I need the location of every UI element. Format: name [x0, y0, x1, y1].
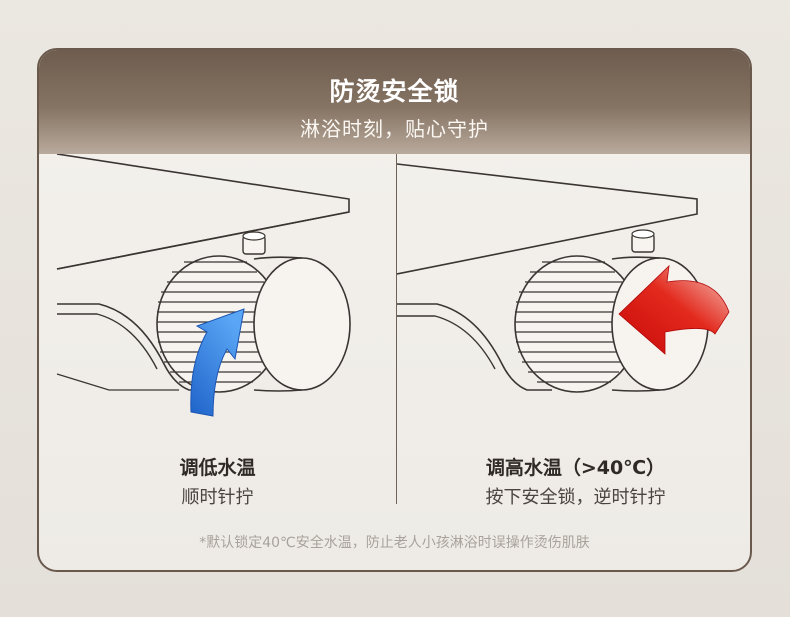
thermostat-knob-illustration-left	[56, 154, 351, 417]
curved-left-arrow-icon	[618, 264, 730, 355]
footnote: *默认锁定40℃安全水温，防止老人小孩淋浴时误操作烫伤肌肤	[199, 535, 590, 551]
panel-subtitle-lower-temp: 顺时针拧	[181, 487, 254, 508]
feature-card: 防烫安全锁 淋浴时刻，贴心守护	[37, 48, 752, 572]
card-header: 防烫安全锁 淋浴时刻，贴心守护	[39, 50, 750, 154]
panel-divider	[396, 154, 397, 504]
panel-subtitle-raise-temp: 按下安全锁，逆时针拧	[485, 487, 666, 508]
page-title: 防烫安全锁	[329, 77, 460, 106]
page-subtitle: 淋浴时刻，贴心守护	[300, 117, 489, 141]
thermostat-knob-illustration-right	[397, 163, 730, 393]
curved-up-arrow-icon	[190, 308, 245, 417]
panel-title-lower-temp: 调低水温	[179, 457, 256, 479]
panel-title-raise-temp: 调高水温（>40℃）	[485, 457, 666, 479]
ribbed-knob	[156, 231, 351, 393]
